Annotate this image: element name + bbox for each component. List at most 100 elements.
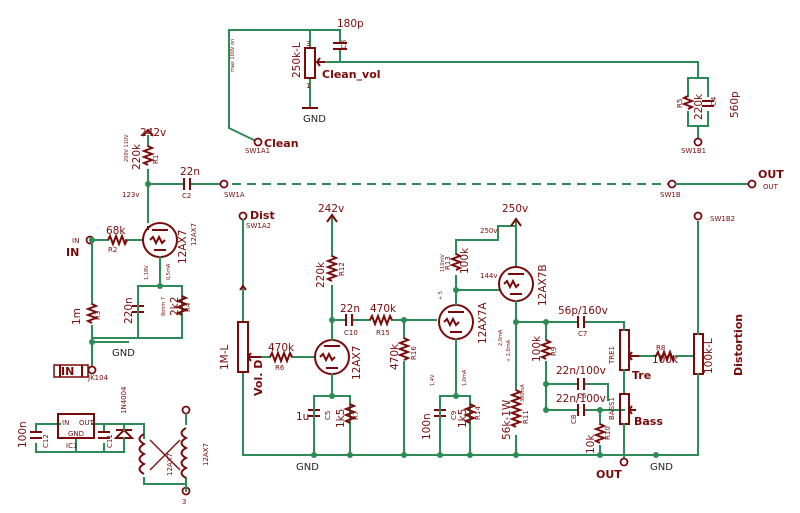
label-12ax7-1b: 12AX7: [190, 223, 198, 246]
gnd-label-1: GND: [303, 114, 326, 125]
label-r4: R4: [184, 302, 192, 312]
capacitor-c5-1u: 1u C5: [296, 395, 332, 429]
label-sw1a2: SW1A2: [246, 222, 271, 230]
sw1b1-pad: [693, 137, 703, 147]
label-sw1b1: SW1B1: [681, 147, 706, 155]
label-12ax7b: 12AX7B: [537, 264, 549, 306]
label-r12: R12: [338, 262, 346, 276]
triode-12ax7-stage2: 12AX7: [314, 339, 363, 380]
triode-12ax7b: 12AX7B: [498, 264, 549, 306]
label-56p: 56p/160v: [558, 305, 608, 317]
label-r5: R5: [676, 99, 684, 108]
dist-arrow: [239, 284, 247, 291]
label-jk104: JK104: [87, 374, 109, 382]
sw1a-pad: [219, 179, 229, 189]
label-r8: R8: [656, 344, 665, 352]
supply-250v-small: 250v: [480, 227, 498, 235]
net-dist: Dist: [250, 209, 275, 222]
label-ic-out: OUT: [79, 419, 95, 427]
resistor-r16-470k: 470k R16: [389, 337, 418, 370]
annotation-8ohm: 8ohm 7: [161, 297, 167, 316]
net-distortion: Distortion: [732, 314, 745, 376]
label-r11: R11: [522, 410, 530, 424]
label-ic1: IC1: [66, 442, 77, 450]
label-560p: 560p: [729, 91, 741, 118]
label-1m-l: 1M-L: [219, 344, 231, 370]
supply-144v: 144v: [480, 272, 498, 280]
capacitor-c8-22n: 22n/100v C8: [556, 393, 606, 424]
svg-text:3: 3: [306, 40, 310, 48]
label-220n: 220n: [123, 297, 135, 324]
annotation-05ma: 0,5mA: [166, 263, 172, 280]
resistor-r1-220k: 220k R1 200V 110V: [124, 134, 160, 170]
ground-clean-vol: GND: [302, 107, 326, 125]
supply-242v-top: 242v: [140, 127, 166, 139]
dist-pad: [238, 211, 248, 221]
label-220k-r5: 220k: [693, 93, 705, 120]
gnd-label-3: GND: [296, 462, 319, 473]
capacitor-c7-56p: 56p/160v C7: [558, 305, 608, 338]
label-220k-r12: 220k: [315, 261, 327, 288]
sw1b-pad: [667, 179, 677, 189]
label-22n-c10: 22n: [340, 303, 360, 315]
label-sw1b: SW1B: [660, 191, 681, 199]
resistor-r5-220k: 220k R5: [676, 93, 705, 120]
label-c8: C8: [570, 415, 578, 424]
net-in-box: IN: [61, 365, 74, 378]
resistor-r9-100k: 100k R9: [531, 335, 558, 362]
label-r15: R15: [376, 329, 390, 337]
resistor-r10-10k: 10k R10: [585, 423, 612, 454]
label-1k5-r7: 1k5: [335, 409, 347, 428]
label-c9: C9: [450, 411, 458, 420]
label-r13: R13: [444, 256, 452, 270]
net-out2: OUT: [596, 468, 622, 481]
label-470k-r15: 470k: [370, 303, 397, 315]
resistor-r15-470k: 470k R15: [369, 303, 397, 337]
label-1k5-r14: 1k5: [457, 409, 469, 428]
label-12ax7-heater1: 12AX7: [166, 453, 174, 476]
annotation-110mv: 110mV: [440, 254, 446, 272]
label-c4: C4: [710, 96, 718, 106]
resistor-r2-68k: 68k R2: [106, 225, 128, 254]
label-12ax7-2: 12AX7: [351, 346, 363, 380]
label-pin3: 3: [182, 498, 186, 506]
label-470k-r6: 470k: [268, 342, 295, 354]
net-in-pin: IN: [72, 237, 79, 245]
label-100k-r9: 100k: [531, 335, 543, 362]
label-c2: C2: [182, 192, 191, 200]
resistor-r8-100k: R8 100k: [652, 344, 679, 366]
label-sw1a1: SW1A1: [245, 147, 270, 155]
label-220k-r1: 220k: [131, 143, 143, 170]
annotation-200v: 200V 110V: [124, 134, 130, 162]
label-ic-gnd: GND: [68, 430, 84, 438]
net-bass: Bass: [634, 415, 663, 428]
label-r14: R14: [474, 406, 482, 420]
label-56k: 56k-1W: [501, 399, 513, 440]
label-r2: R2: [108, 246, 117, 254]
heater-filaments: 12AX7 12AX7: [138, 413, 210, 492]
capacitor-c4-560p: 560p C4: [702, 91, 741, 118]
gnd-label-2: GND: [112, 348, 135, 359]
label-22n-c8: 22n/100v: [556, 393, 606, 405]
annotation-10ma: 1,0mA: [462, 369, 468, 386]
annotation-20ma: + 2,0mA: [506, 339, 512, 362]
label-c7: C7: [578, 330, 587, 338]
label-470k-r16: 470k: [389, 343, 401, 370]
net-out: OUT: [758, 168, 784, 181]
label-2k2: 2k2: [169, 297, 181, 316]
label-sw1b2: SW1B2: [710, 215, 735, 223]
capacitor-220n-c1: 220n: [123, 285, 144, 339]
label-68k: 68k: [106, 225, 126, 237]
label-12ax7a: 12AX7A: [477, 302, 489, 344]
annotation-max: max 100V on: [230, 39, 236, 72]
annotation-2ma: 2,0mA: [498, 329, 504, 346]
label-c5: C5: [324, 411, 332, 420]
resistor-r3-1m: 1m R3: [71, 303, 102, 325]
label-tre1: TRE1: [608, 346, 616, 365]
label-r16: R16: [410, 346, 418, 360]
potentiometer-clean-vol: 250k-L Clean_vol 3 1: [291, 40, 381, 90]
triode-12ax7a: 12AX7A: [438, 302, 489, 344]
label-c10: C10: [344, 329, 358, 337]
